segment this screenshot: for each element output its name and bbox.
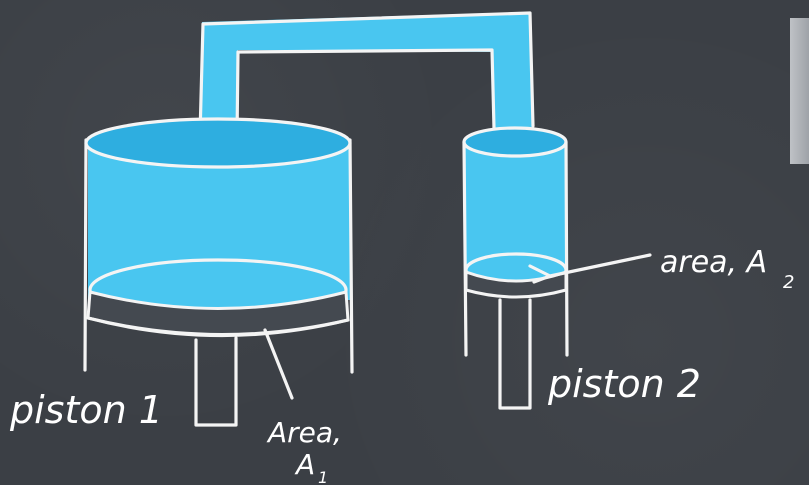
piston-2 <box>464 252 568 299</box>
area-2-label: area, A <box>660 245 767 280</box>
small-cylinder <box>462 126 569 357</box>
connecting-tube <box>198 11 535 140</box>
area-2-pointer <box>528 253 652 284</box>
area-1-pointer <box>263 328 294 400</box>
area-2-subscript: 2 <box>783 272 794 293</box>
large-cylinder <box>83 117 354 374</box>
area-1-label-line2: A <box>294 448 315 481</box>
corner-panel <box>790 18 809 164</box>
piston-2-rod <box>498 298 532 410</box>
piston-2-label: piston 2 <box>547 362 701 406</box>
piston-1-label: piston 1 <box>9 388 163 432</box>
area-1-subscript: 1 <box>318 468 328 485</box>
area-1-label-line1: Area, <box>266 416 342 449</box>
piston-1-rod <box>194 336 238 427</box>
piston-1 <box>86 258 350 338</box>
